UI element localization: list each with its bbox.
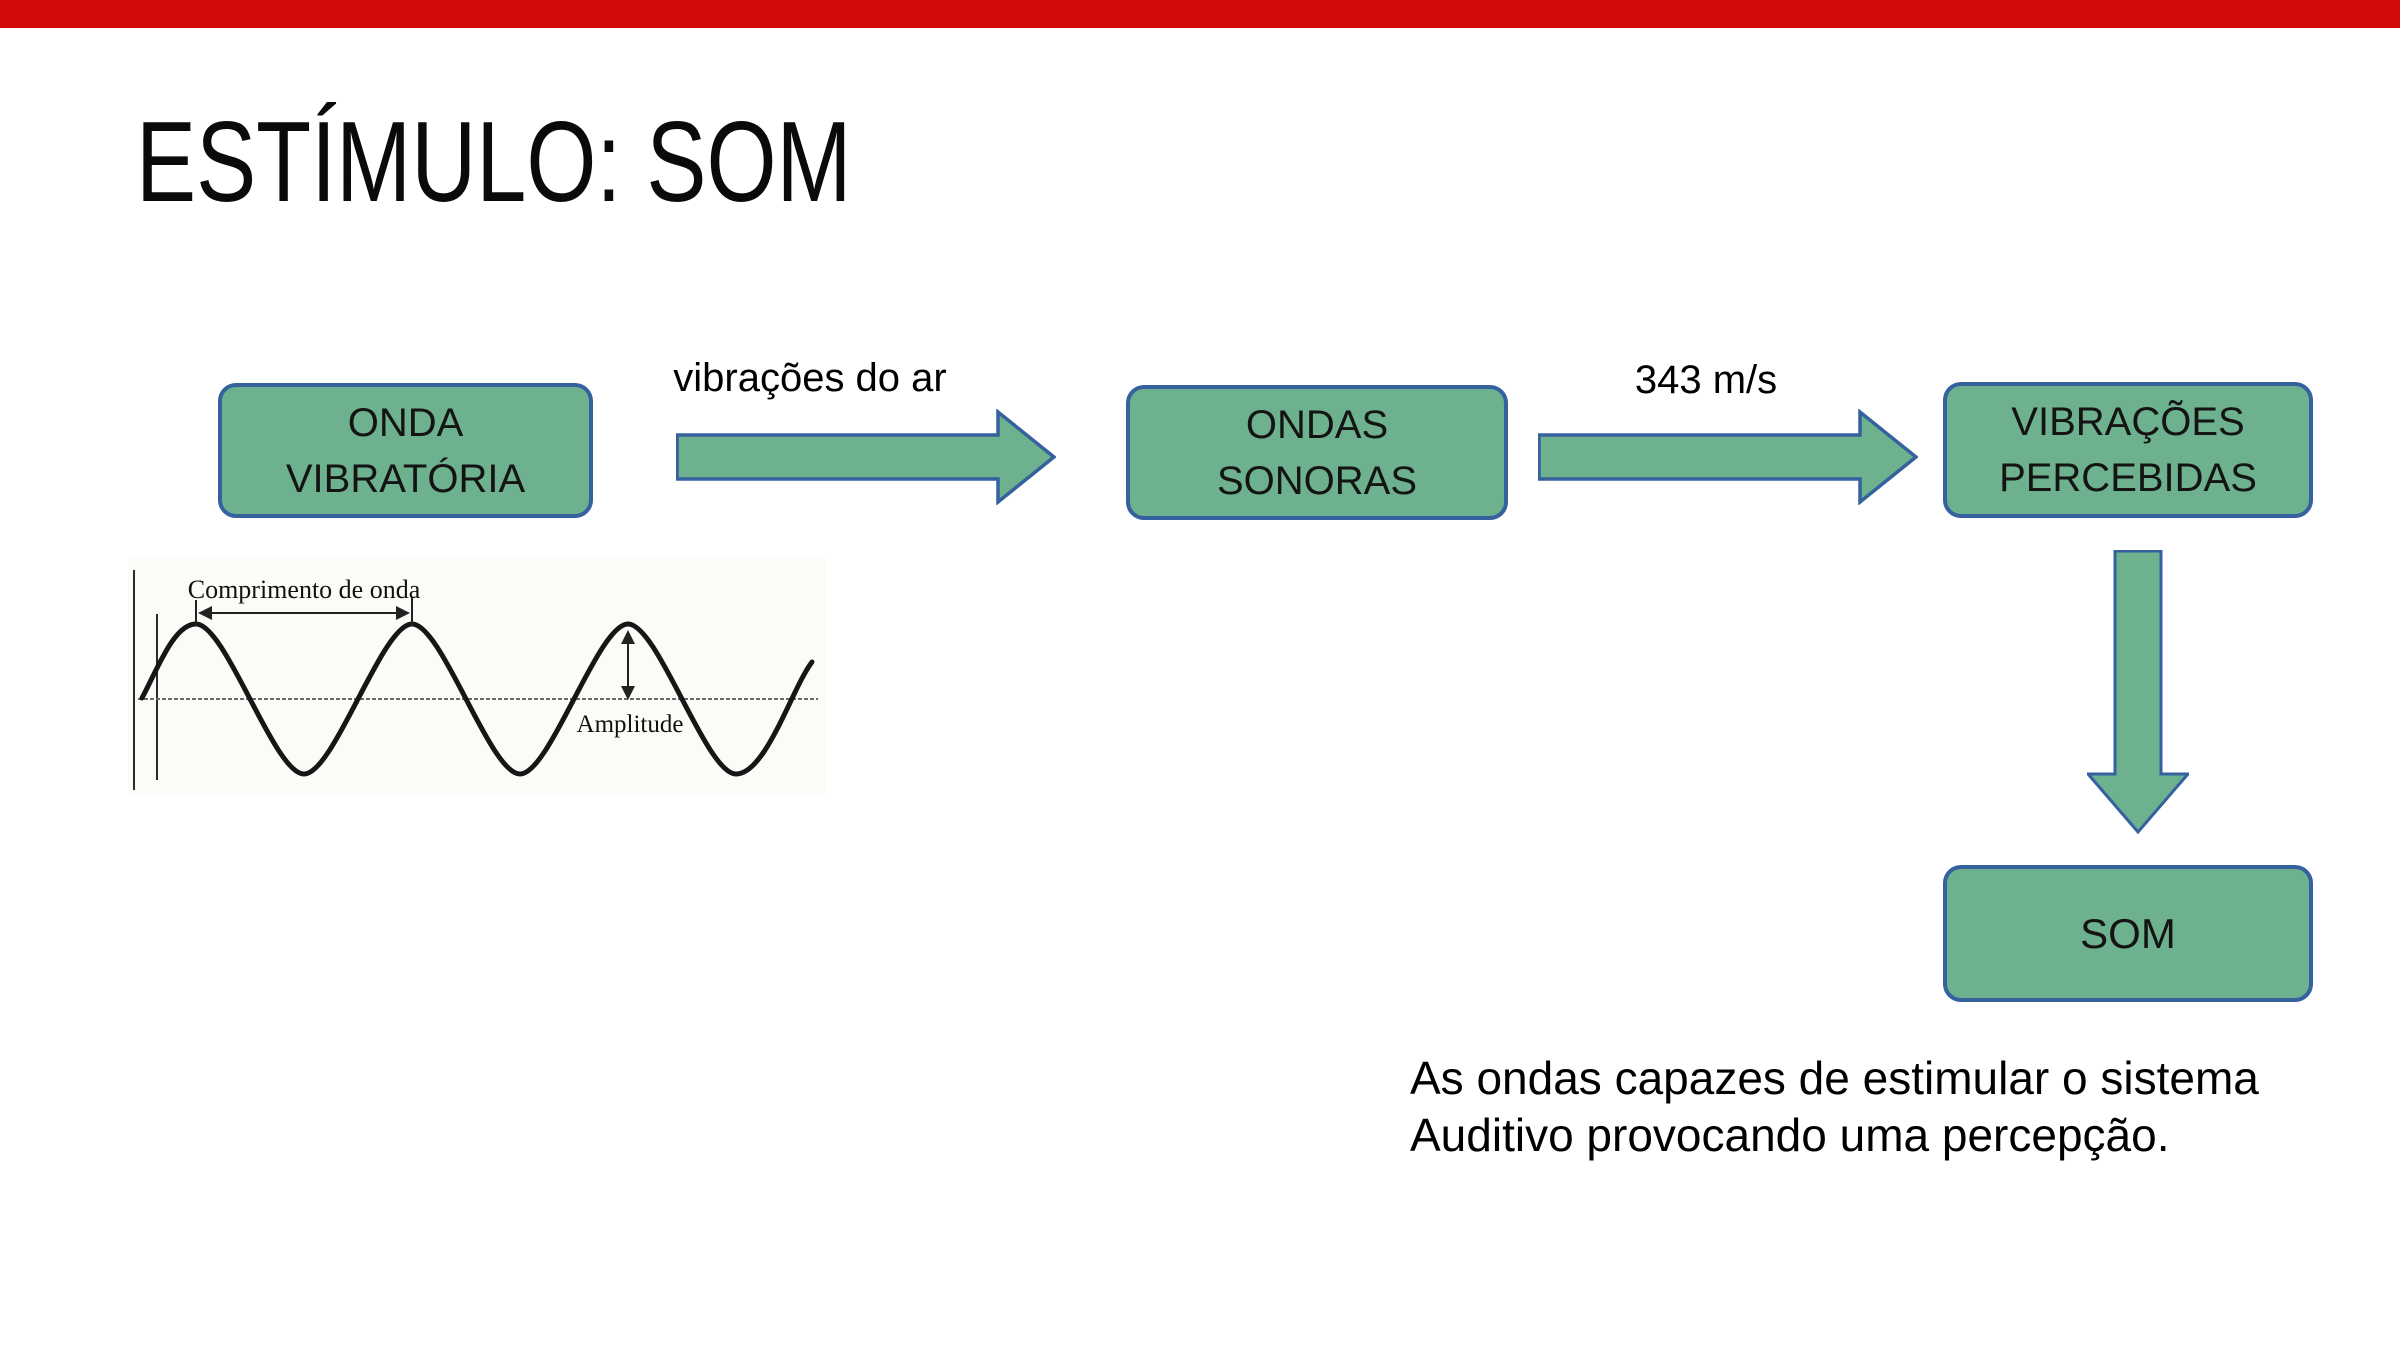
- sine-wave-figure: Comprimento de onda Amplitude: [128, 556, 825, 796]
- down-arrow-icon: [2087, 550, 2189, 834]
- flow-box-label-line: VIBRAÇÕES: [2011, 400, 2245, 444]
- note-line-1: As ondas capazes de estimular o sistema: [1410, 1052, 2259, 1104]
- flow-box-vibracoes-percebidas: VIBRAÇÕES PERCEBIDAS: [1943, 382, 2313, 518]
- wavelength-label: Comprimento de onda: [188, 575, 421, 604]
- amplitude-arrowhead-bottom: [621, 686, 635, 700]
- flow-box-onda-vibratoria: ONDA VIBRATÓRIA: [218, 383, 593, 518]
- figure-background: [128, 556, 825, 796]
- note-text: As ondas capazes de estimular o sistema …: [1410, 1050, 2259, 1164]
- wavelength-arrowhead-left: [198, 606, 212, 620]
- arrow-label-343-ms: 343 m/s: [1634, 358, 1778, 402]
- amplitude-label: Amplitude: [577, 711, 684, 738]
- flow-box-label-line: PERCEBIDAS: [1999, 456, 2257, 500]
- flow-box-label-line: SOM: [2080, 909, 2176, 957]
- slide-top-accent-bar: [0, 0, 2400, 28]
- flow-box-label-line: SONORAS: [1216, 458, 1418, 503]
- wavelength-arrowhead-right: [396, 606, 410, 620]
- flow-box-label-line: VIBRATÓRIA: [285, 456, 526, 501]
- note-line-2: Auditivo provocando uma percepção.: [1410, 1109, 2170, 1161]
- right-arrow-icon: [1538, 409, 1918, 505]
- slide-title: ESTÍMULO: SOM: [136, 99, 852, 226]
- arrow-label-vibracoes-do-ar: vibrações do ar: [673, 356, 947, 400]
- right-arrow-icon: [676, 409, 1056, 505]
- sine-wave-curve: [139, 621, 815, 777]
- flow-box-label-line: ONDA: [347, 400, 464, 445]
- flow-box-som: SOM: [1943, 865, 2313, 1002]
- flow-box-label-line: ONDAS: [1245, 402, 1389, 447]
- flow-box-ondas-sonoras: ONDAS SONORAS: [1126, 385, 1508, 520]
- amplitude-arrowhead-top: [621, 630, 635, 644]
